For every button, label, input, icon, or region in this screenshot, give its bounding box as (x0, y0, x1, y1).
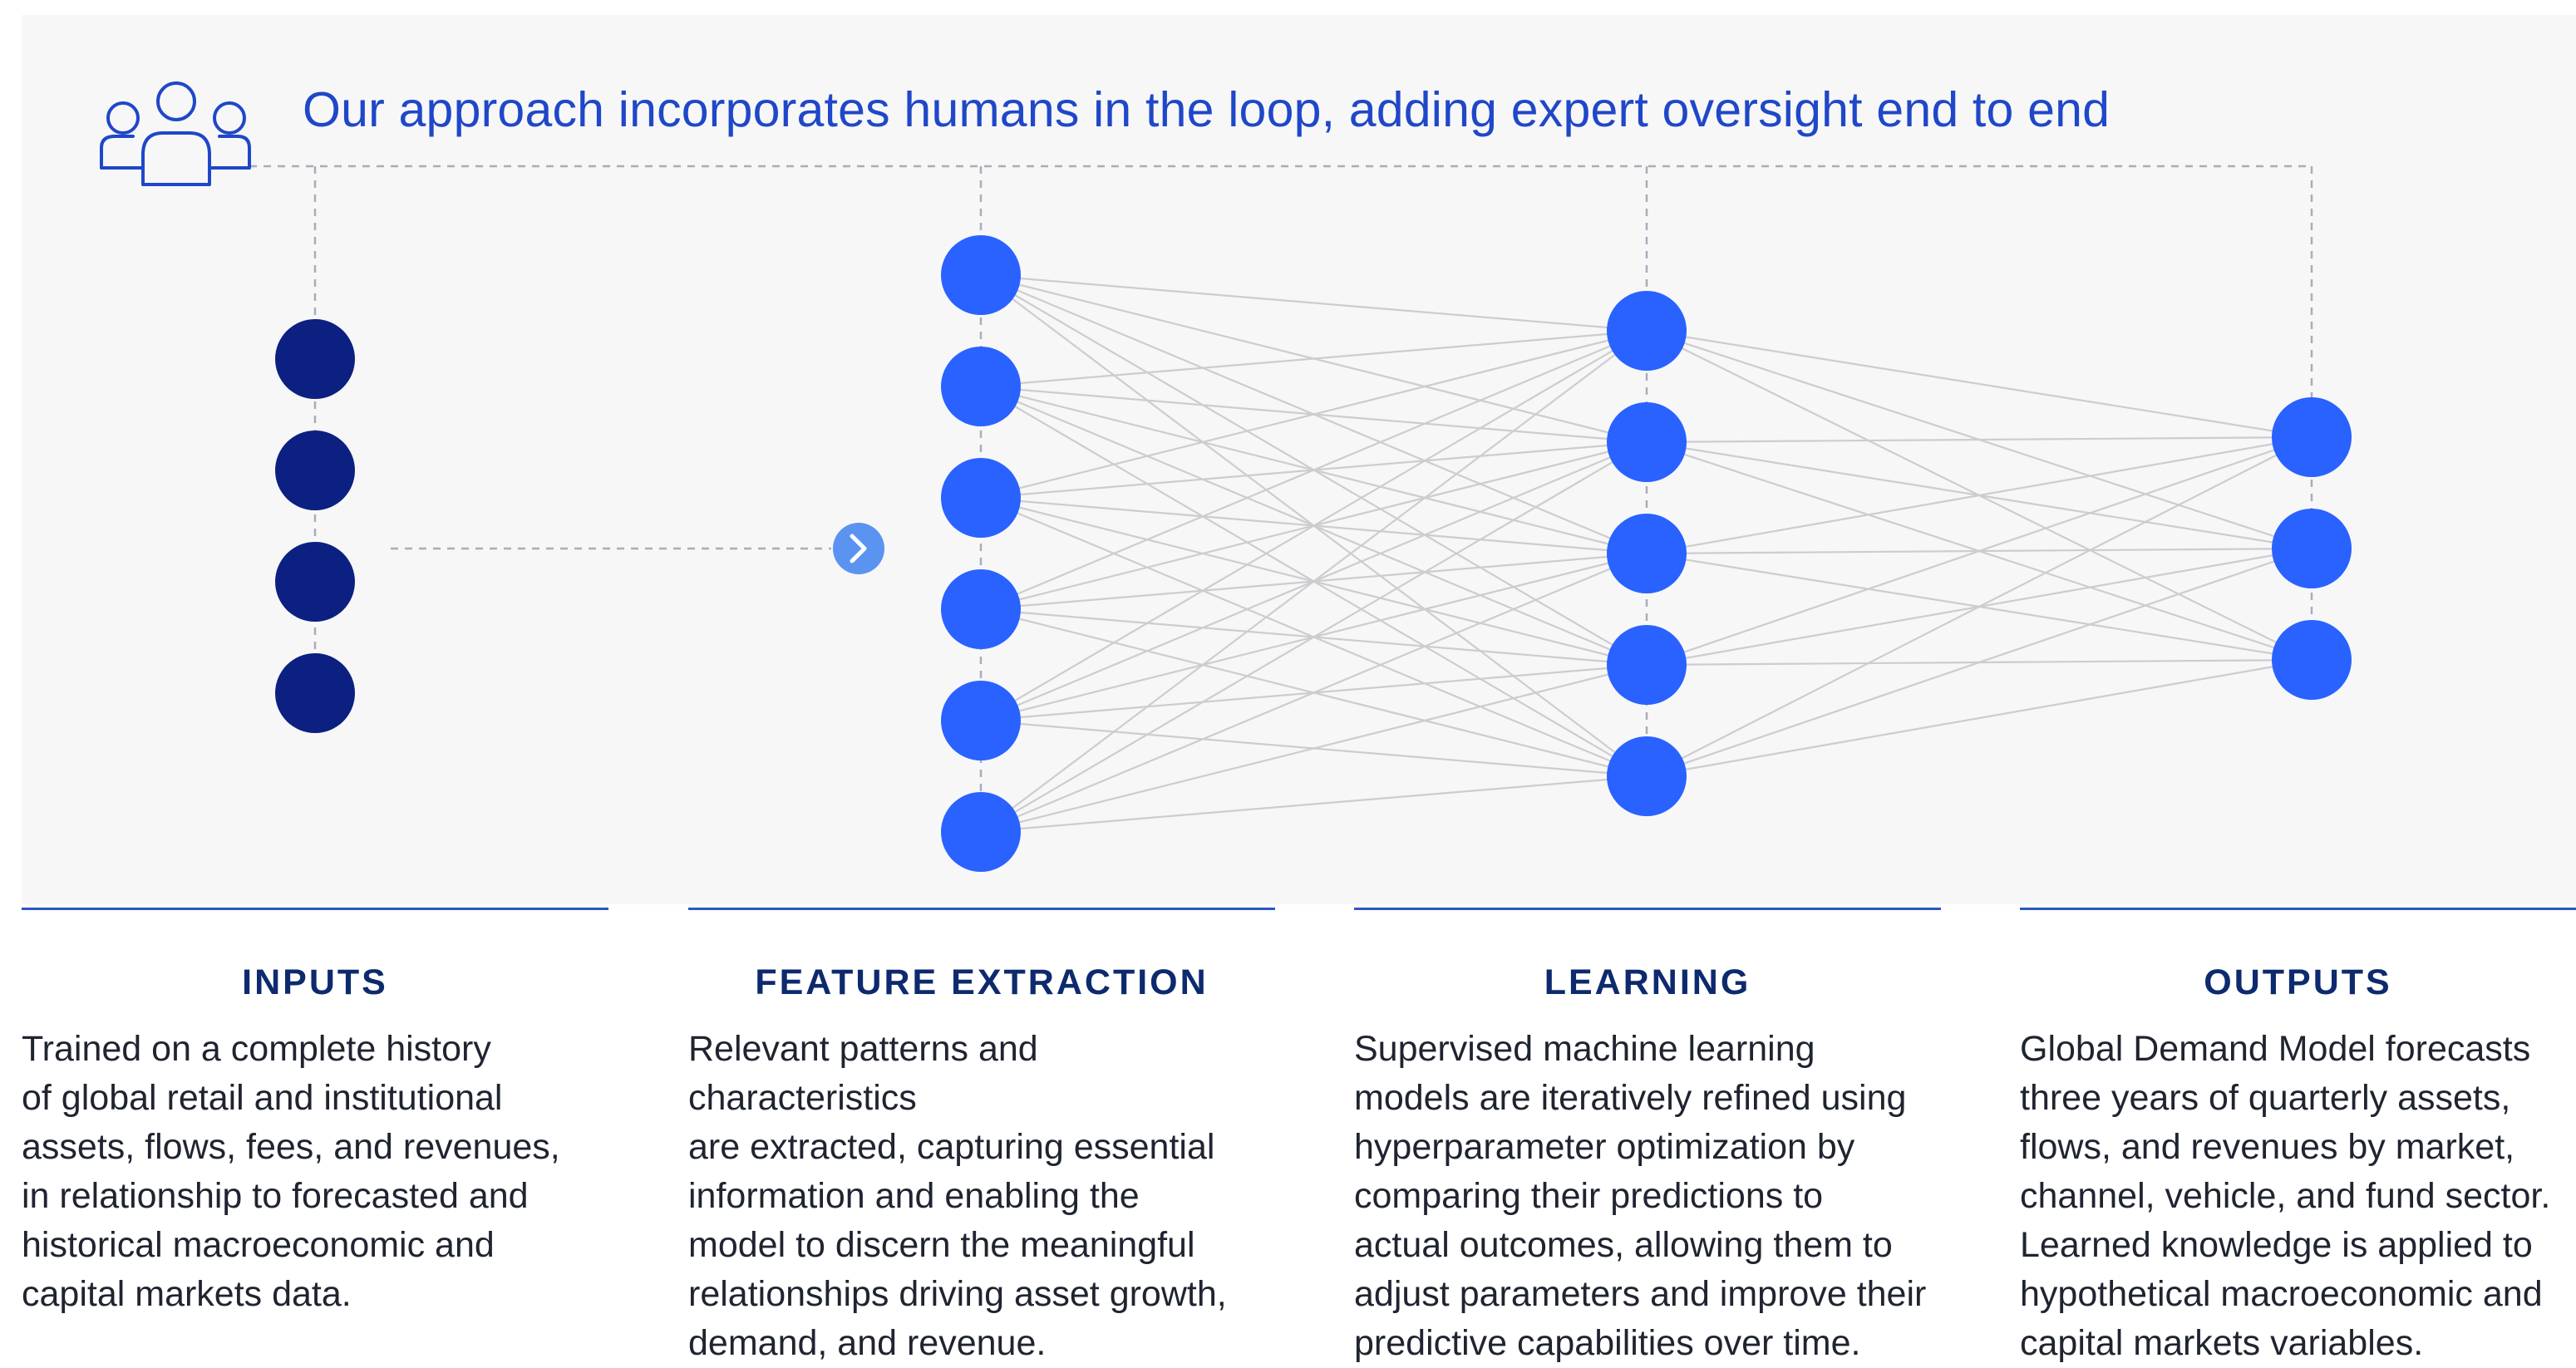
feature-node (941, 681, 1021, 760)
column-rule (2020, 908, 2576, 910)
people-group-icon (100, 81, 251, 186)
feature-node (941, 235, 1021, 315)
input-node (275, 431, 355, 510)
connection-line (980, 330, 1648, 721)
hidden-node (1607, 402, 1687, 482)
network-nodes (275, 235, 2352, 872)
hidden-node (1607, 736, 1687, 816)
feature-node (941, 458, 1021, 538)
hidden-node (1607, 291, 1687, 371)
connection-line (1646, 436, 2312, 777)
connection-line (1646, 435, 2312, 555)
connection-line (980, 552, 1648, 834)
column-body: Global Demand Model forecasts three year… (2020, 1029, 2551, 1363)
column-feature-extraction: FEATURE EXTRACTION Relevant patterns and… (688, 908, 1275, 1368)
column-title: OUTPUTS (2204, 962, 2392, 1002)
feature-node (941, 569, 1021, 649)
network-connections (980, 273, 2312, 834)
page-title: Our approach incorporates humans in the … (303, 82, 2111, 137)
feature-node (941, 347, 1021, 426)
connection-line (980, 273, 1648, 332)
connection-line (980, 663, 1648, 834)
output-node (2272, 509, 2352, 588)
connection-line (1646, 329, 2312, 439)
column-learning: LEARNING Supervised machine learning mod… (1354, 908, 1941, 1368)
column-inputs: INPUTS Trained on a complete history of … (22, 908, 608, 1319)
column-body: Trained on a complete history of global … (22, 1029, 560, 1314)
neural-network-diagram (100, 81, 2352, 872)
connection-line (1646, 435, 2312, 444)
column-rule (1354, 908, 1941, 910)
column-outputs: OUTPUTS Global Demand Model forecasts th… (2020, 908, 2576, 1368)
column-rule (22, 908, 608, 910)
hidden-node (1607, 625, 1687, 705)
feature-node (941, 792, 1021, 872)
input-node (275, 653, 355, 733)
output-node (2272, 397, 2352, 477)
connection-line (980, 775, 1648, 834)
connection-line (980, 329, 1648, 388)
chevron-right-icon (833, 523, 884, 574)
output-node (2272, 620, 2352, 700)
column-body: Supervised machine learning models are i… (1354, 1029, 1927, 1363)
input-node (275, 319, 355, 399)
column-title: INPUTS (242, 962, 388, 1002)
diagram-panel (22, 15, 2576, 904)
column-title: LEARNING (1544, 962, 1751, 1002)
column-title: FEATURE EXTRACTION (755, 962, 1209, 1002)
column-rule (688, 908, 1275, 910)
connection-line (980, 441, 1648, 833)
connection-line (980, 329, 1648, 499)
input-node (275, 542, 355, 622)
column-body: Relevant patterns and characteristics ar… (688, 1029, 1227, 1363)
connection-line (980, 329, 1648, 611)
hidden-node (1607, 514, 1687, 593)
connection-line (1646, 435, 2312, 667)
connection-line (1646, 658, 2312, 778)
connection-line (980, 330, 1648, 833)
connection-line (1646, 547, 2312, 778)
